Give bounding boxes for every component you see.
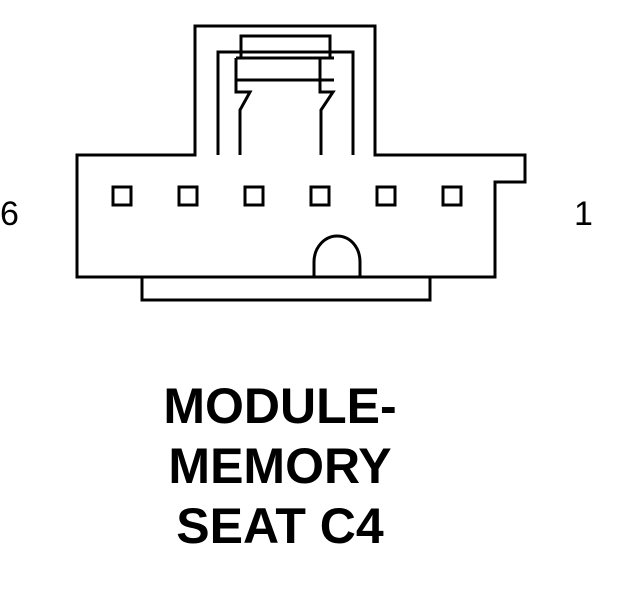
title-line-2: MEMORY bbox=[168, 438, 392, 494]
pin-cavity bbox=[309, 185, 331, 207]
pin-label-left: 6 bbox=[0, 195, 19, 233]
connector-diagram: 6 1 bbox=[0, 24, 593, 302]
locking-tab bbox=[216, 50, 355, 155]
connector-flange bbox=[140, 277, 432, 302]
pin-cavity bbox=[375, 185, 397, 207]
pin-cavity bbox=[441, 185, 463, 207]
connector-title: MODULE- MEMORY SEAT C4 bbox=[0, 376, 560, 556]
pin-cavity bbox=[243, 185, 265, 207]
pin-cavity bbox=[111, 185, 133, 207]
locking-tab-inner bbox=[318, 58, 336, 155]
pin-cavity bbox=[177, 185, 199, 207]
title-line-3: SEAT C4 bbox=[176, 498, 384, 554]
pin-label-right: 1 bbox=[574, 195, 593, 233]
locking-tab-inner bbox=[234, 58, 253, 155]
locking-tab-top bbox=[239, 34, 332, 58]
title-line-1: MODULE- bbox=[163, 378, 397, 434]
polarization-key bbox=[312, 234, 362, 277]
connector-housing bbox=[75, 24, 527, 279]
